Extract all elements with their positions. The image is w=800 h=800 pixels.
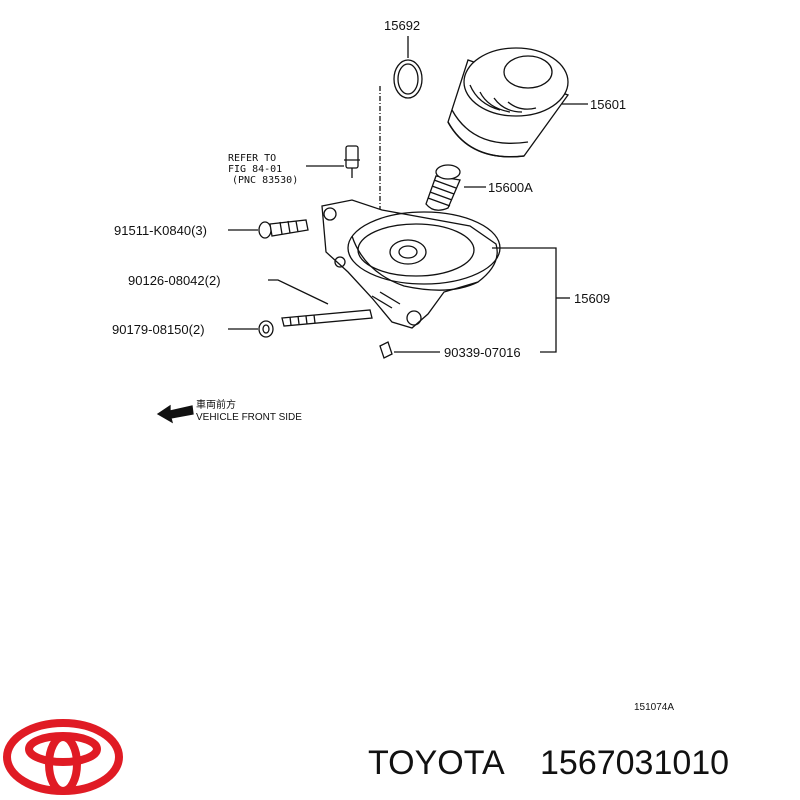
refer-line-3: (PNC 83530) — [232, 175, 298, 186]
oil-filter-bracket — [321, 199, 501, 329]
part-number: 1567031010 — [540, 744, 729, 782]
label-filter: 15601 — [590, 97, 626, 112]
direction-jp: 車両前方 — [196, 398, 236, 411]
toyota-logo-icon — [3, 719, 123, 795]
label-bracket: 15609 — [574, 291, 610, 306]
stud-90126 — [281, 309, 373, 327]
union-fitting — [425, 164, 461, 211]
label-nut: 90179-08150(2) — [112, 322, 205, 337]
oil-pressure-switch — [344, 145, 360, 178]
nut-90179 — [258, 320, 274, 338]
gasket-o-ring — [393, 59, 423, 99]
label-gasket: 15692 — [384, 18, 420, 33]
refer-line-1: REFER TO — [228, 153, 276, 164]
bolt-91511 — [258, 219, 309, 239]
leader-bracket — [492, 247, 557, 353]
label-stud: 90126-08042(2) — [128, 273, 221, 288]
label-plug: 90339-07016 — [444, 345, 521, 360]
oil-filter — [447, 47, 570, 158]
leader-stud — [268, 279, 329, 305]
label-bolt: 91511-K0840(3) — [114, 223, 207, 238]
brand-name: TOYOTA — [368, 744, 505, 782]
label-union: 15600A — [488, 180, 533, 195]
direction-en: VEHICLE FRONT SIDE — [196, 412, 302, 423]
illustration-code: 151074A — [634, 702, 674, 713]
front-direction-arrow-icon — [156, 404, 194, 424]
refer-line-2: FIG 84-01 — [228, 164, 282, 175]
plug-90339 — [379, 341, 393, 359]
